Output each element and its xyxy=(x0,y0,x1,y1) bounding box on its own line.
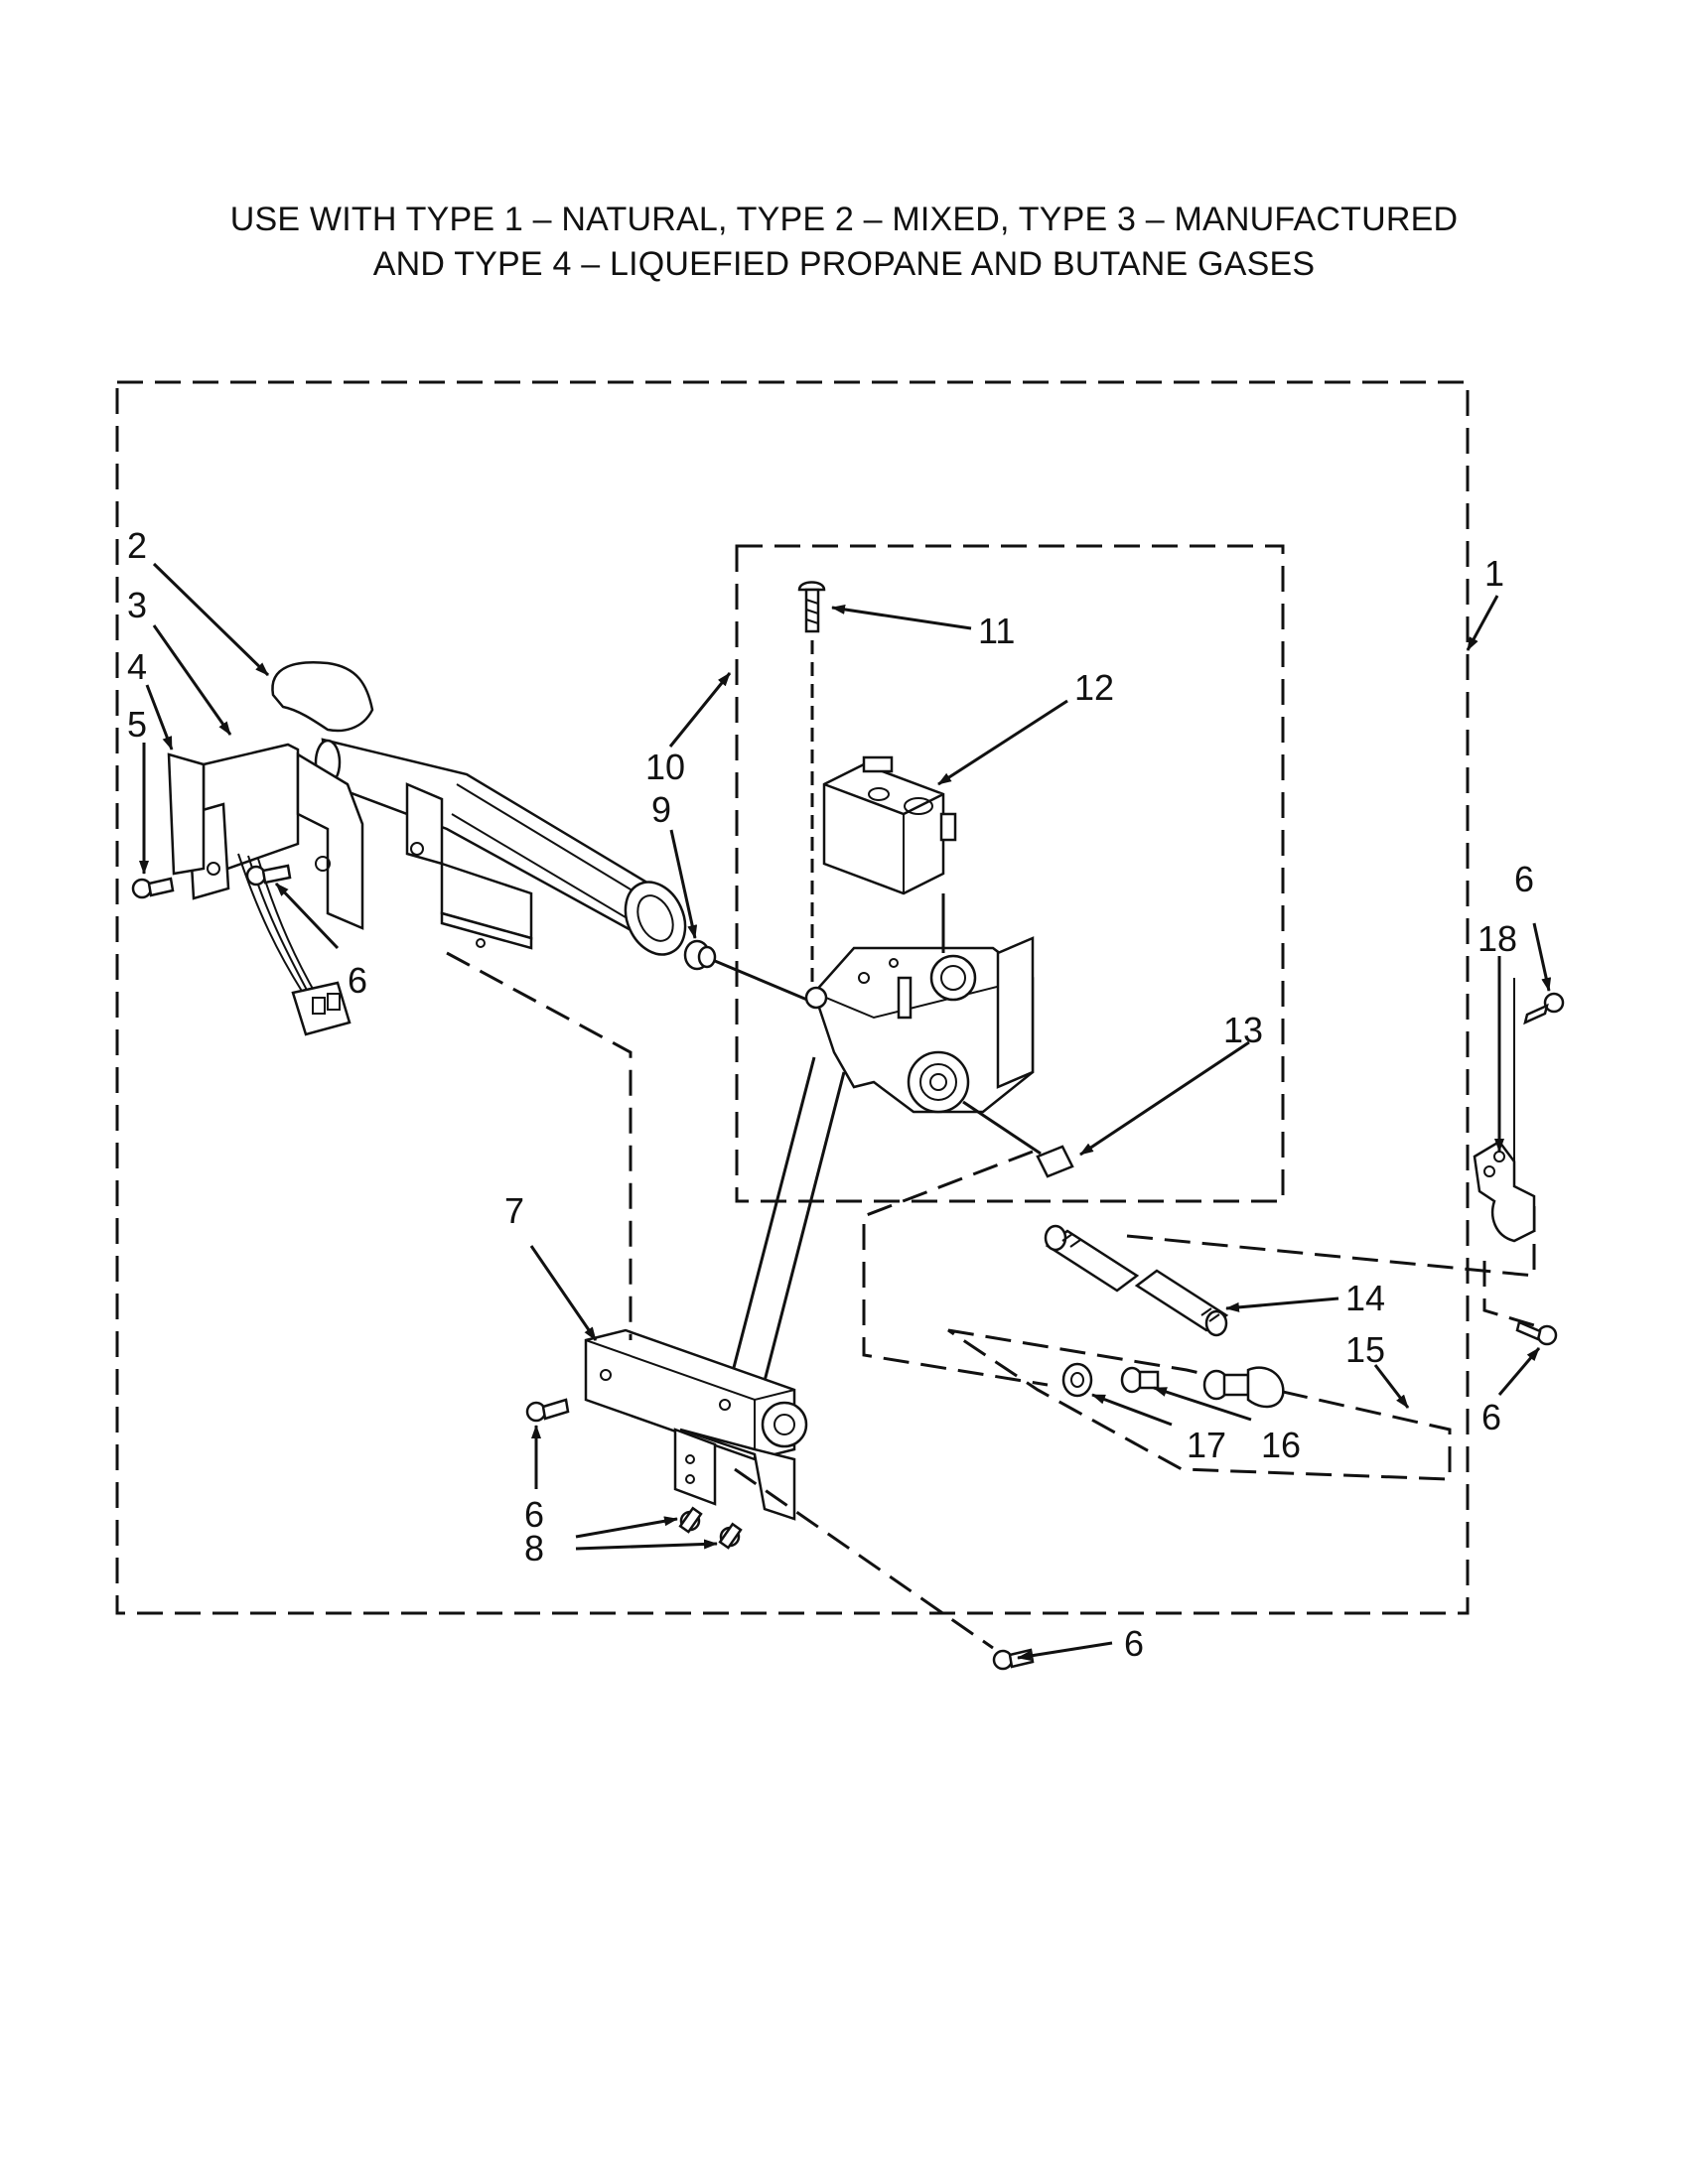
screws-item-8 xyxy=(678,1506,743,1550)
callout-4: 4 xyxy=(127,646,147,687)
callout-13: 13 xyxy=(1223,1010,1263,1050)
callout-9: 9 xyxy=(651,789,671,830)
callout-10: 10 xyxy=(645,747,685,787)
screw-item-6-right-bottom xyxy=(1515,1320,1558,1346)
callout-2: 2 xyxy=(127,525,147,566)
leader-valve-to-hose xyxy=(862,1150,1049,1387)
valve-guide-line-a xyxy=(721,1056,816,1411)
leader-bracket-to-screw xyxy=(734,1467,994,1650)
callout-1: 1 xyxy=(1484,553,1504,594)
fitting-item-13 xyxy=(962,1100,1074,1178)
callout-8: 8 xyxy=(524,1528,544,1569)
screw-item-6-bottom xyxy=(992,1648,1035,1671)
diagram-title-line-2: AND TYPE 4 – LIQUEFIED PROPANE AND BUTAN… xyxy=(372,245,1316,283)
gas-valve-body xyxy=(804,893,1035,1114)
screw-item-6-right-top xyxy=(1523,992,1565,1025)
elbow-fitting-item-15 xyxy=(1202,1366,1285,1409)
callout-6-left: 6 xyxy=(348,960,367,1001)
fitting-item-16 xyxy=(1120,1366,1160,1394)
assembly-boundary xyxy=(115,380,1470,1615)
valve-assembly-boundary xyxy=(735,544,1285,1203)
screw-item-11 xyxy=(797,581,826,993)
leader-parts-group-15 xyxy=(947,1328,1452,1481)
callout-3: 3 xyxy=(127,585,147,625)
callout-arrows xyxy=(139,562,1552,1661)
gas-hose-item-14 xyxy=(1044,1224,1229,1337)
leader-burner-to-bracket xyxy=(446,951,633,1340)
screw-item-5 xyxy=(131,877,175,899)
clip-bracket-item-18 xyxy=(1473,978,1536,1243)
callout-11: 11 xyxy=(978,611,1015,651)
callout-6-bottom: 6 xyxy=(1124,1623,1144,1664)
screw-item-6-left xyxy=(245,864,292,887)
valve-bracket-item-7 xyxy=(584,1328,808,1521)
igniter-bracket xyxy=(167,743,364,930)
callout-18: 18 xyxy=(1477,918,1517,959)
callout-6-right-bottom: 6 xyxy=(1481,1397,1501,1437)
callout-7: 7 xyxy=(504,1190,524,1231)
callout-16: 16 xyxy=(1261,1425,1301,1465)
leader-clip-to-screw xyxy=(1482,1261,1535,1327)
burner-mount-bracket xyxy=(405,782,533,950)
callout-12: 12 xyxy=(1074,667,1114,708)
callout-5: 5 xyxy=(127,704,147,745)
callout-6-bracket: 6 xyxy=(524,1494,544,1535)
solenoid-coil-item-12 xyxy=(822,755,957,895)
callout-14: 14 xyxy=(1345,1278,1385,1318)
screw-item-6-bracket xyxy=(525,1398,570,1423)
leader-hose-to-clip xyxy=(1126,1196,1536,1278)
orifice-fitting-item-9 xyxy=(683,939,815,1005)
callout-17: 17 xyxy=(1187,1425,1226,1465)
diagram-title-line-1: USE WITH TYPE 1 – NATURAL, TYPE 2 – MIXE… xyxy=(229,201,1459,238)
callout-6-right-top: 6 xyxy=(1514,859,1534,899)
callout-15: 15 xyxy=(1345,1329,1385,1370)
valve-guide-line-b xyxy=(753,1071,846,1421)
nut-item-17 xyxy=(1061,1362,1093,1398)
